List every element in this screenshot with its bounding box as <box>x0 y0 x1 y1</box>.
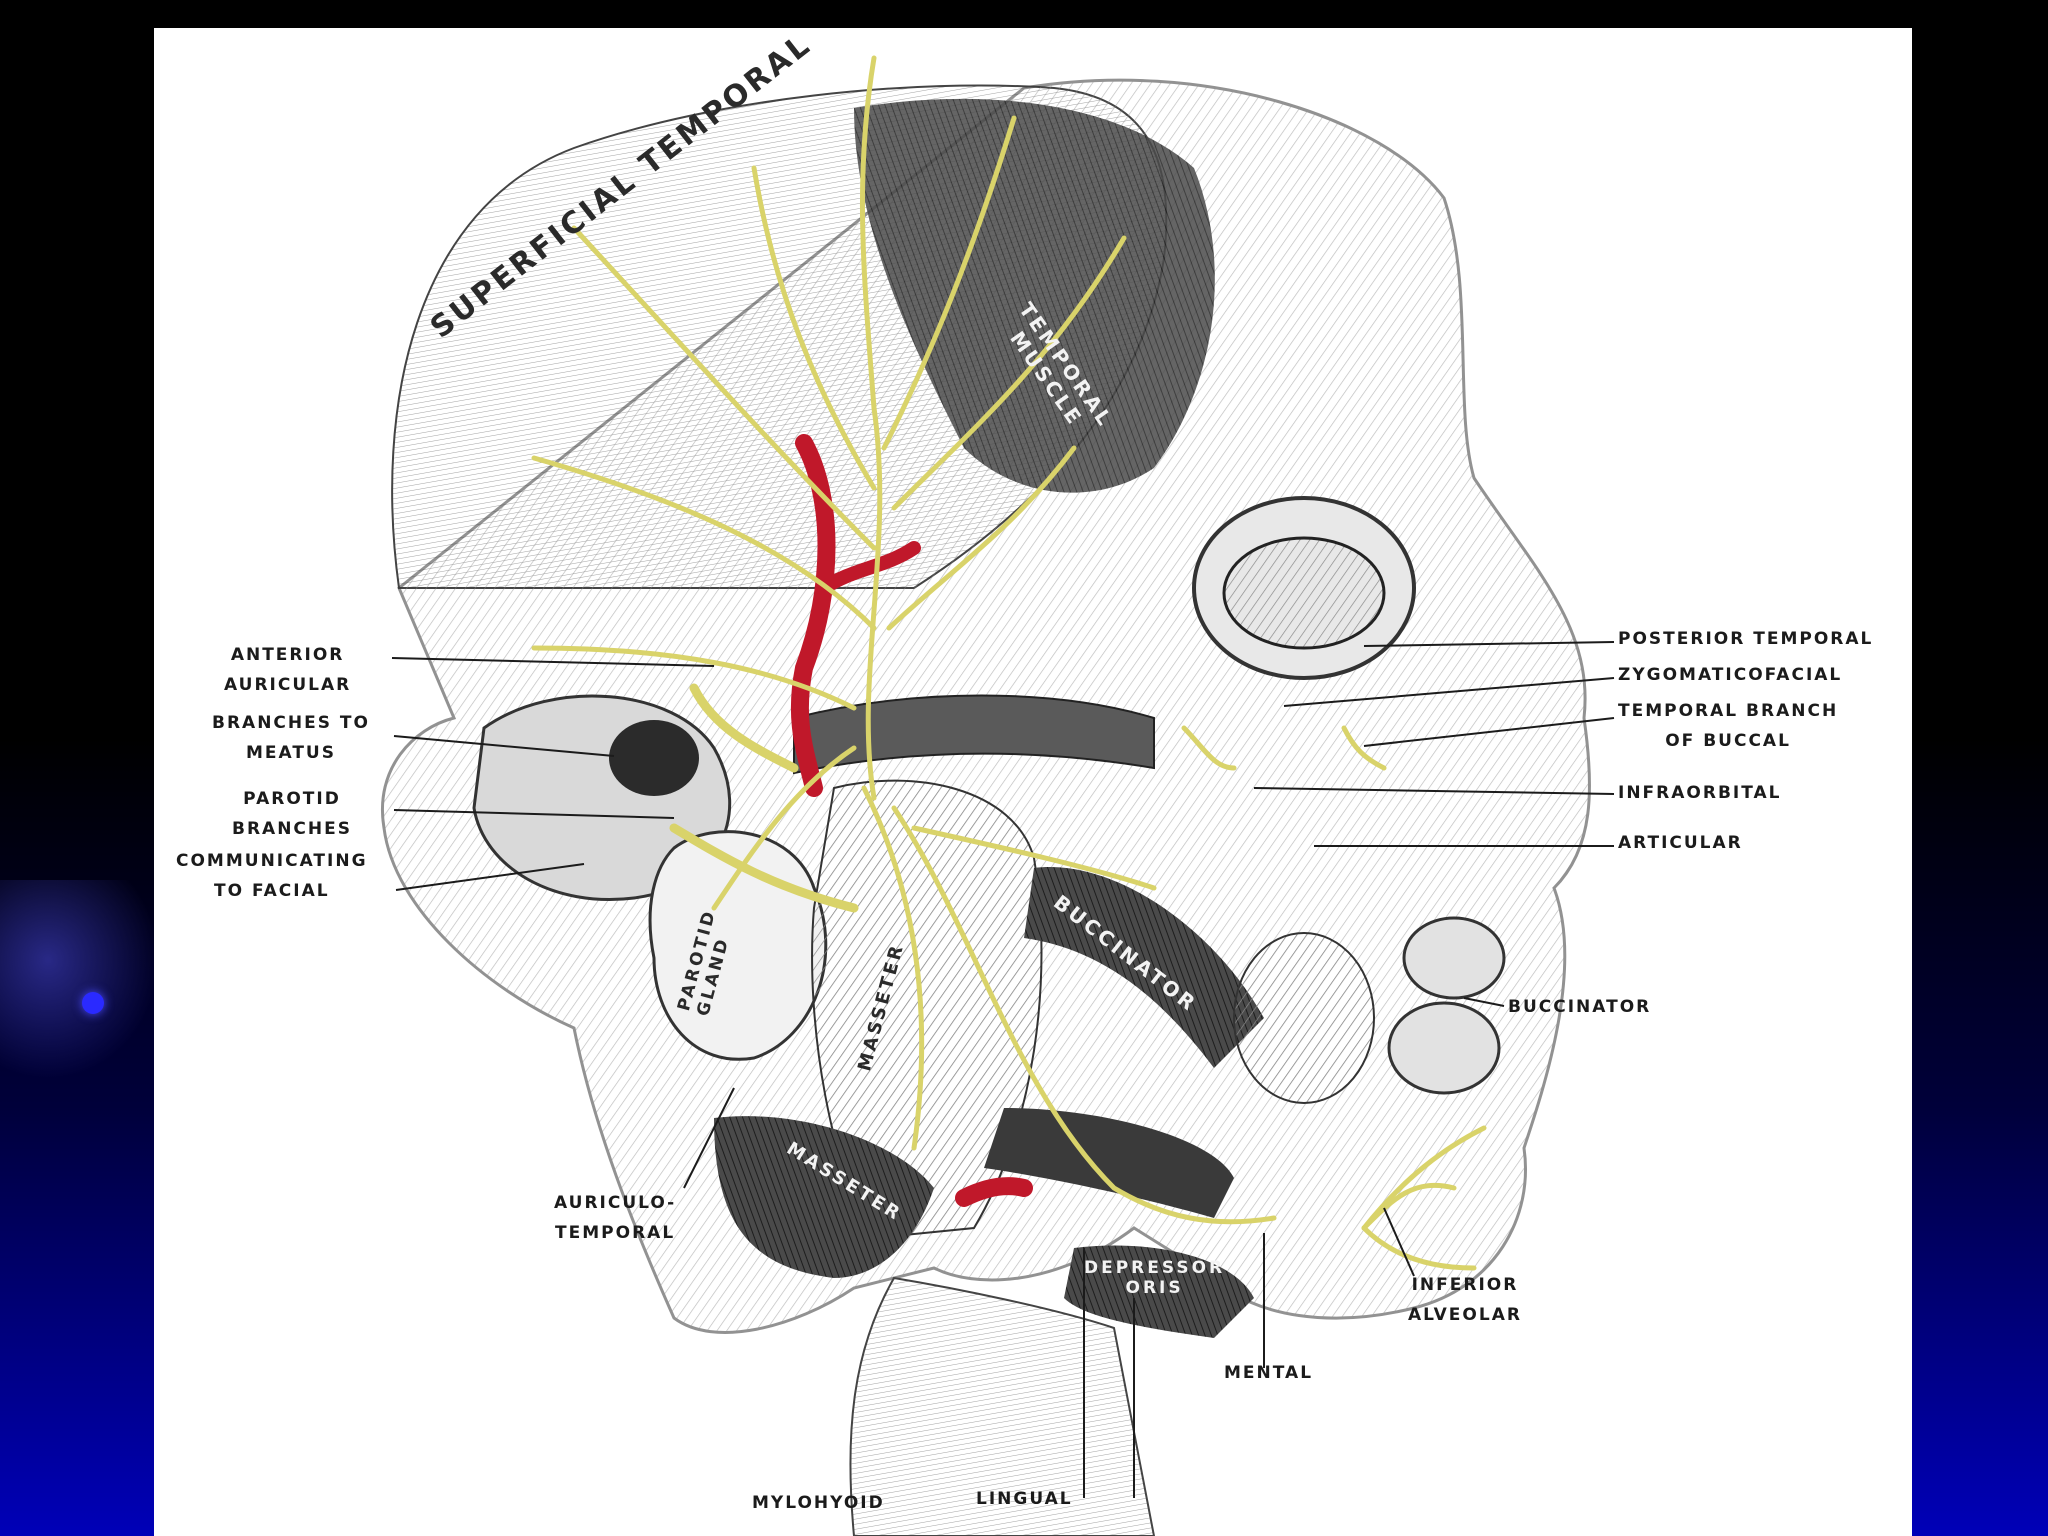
masseter-lower <box>714 1116 934 1278</box>
label-buccinator: BUCCINATOR <box>1508 997 1652 1017</box>
label-lingual: LINGUAL <box>976 1489 1073 1509</box>
neck <box>849 1276 1156 1536</box>
label-mental: MENTAL <box>1224 1363 1314 1383</box>
leader-lines <box>391 641 1615 1498</box>
orbicularis <box>1233 932 1375 1104</box>
zygomatic-arch <box>793 694 1155 775</box>
facial-artery-cut <box>955 1177 1033 1207</box>
label-communicating-to-facial: COMMUNICATING TO FACIAL <box>176 851 368 901</box>
label-infraorbital: INFRAORBITAL <box>1618 783 1782 803</box>
label-temporal-branch-of-buccal: TEMPORAL BRANCH OF BUCCAL <box>1618 701 1839 751</box>
bullet-dot <box>82 992 104 1014</box>
background-glow <box>0 880 160 1080</box>
label-zygomaticofacial: ZYGOMATICOFACIAL <box>1618 665 1843 685</box>
label-auriculo-temporal: AURICULO- TEMPORAL <box>554 1193 677 1243</box>
label-posterior-temporal: POSTERIOR TEMPORAL <box>1618 629 1874 649</box>
mandible-teeth <box>984 1108 1234 1218</box>
temporal-artery-branch <box>817 541 921 595</box>
label-anterior-auricular: ANTERIOR AURICULAR <box>224 645 352 695</box>
temporal-muscle <box>854 98 1215 493</box>
label-articular: ARTICULAR <box>1618 833 1743 853</box>
lip-upper <box>1402 916 1506 1000</box>
depressor-oris-shape <box>1064 1245 1254 1338</box>
nerve-branches <box>531 55 1487 1271</box>
label-depressor-oris: DEPRESSOR ORIS <box>1084 1258 1226 1298</box>
lip-lower <box>1387 1001 1501 1095</box>
eyeball <box>1222 536 1386 650</box>
masseter <box>811 779 1043 1240</box>
buccinator-band <box>1024 867 1264 1068</box>
meatus <box>609 720 699 796</box>
head-nerve-illustration <box>381 55 1615 1536</box>
anatomy-illustration-panel: SUPERFICIAL TEMPORAL TEMPORAL MUSCLE PAR… <box>154 28 1912 1536</box>
label-inferior-alveolar: INFERIOR ALVEOLAR <box>1408 1275 1522 1325</box>
label-parotid-branches: PAROTID BRANCHES <box>232 789 352 839</box>
label-branches-to-meatus: BRANCHES TO MEATUS <box>212 713 370 763</box>
label-mylohyoid: MYLOHYOID <box>752 1493 885 1513</box>
